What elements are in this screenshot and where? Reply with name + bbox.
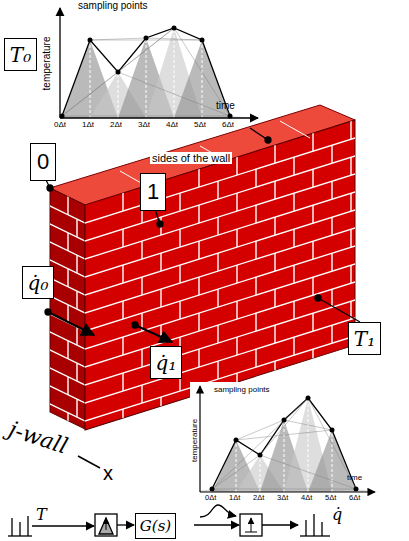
axis-title-holder: temperature xyxy=(41,37,52,91)
sampling-chart xyxy=(200,386,380,492)
tick-label: 0Δt xyxy=(54,121,66,130)
axis-name-holder: x xyxy=(103,462,113,484)
tick-label: 1Δt xyxy=(82,121,94,130)
signal-name-holder: T xyxy=(36,506,47,524)
axis-title: temperature xyxy=(41,37,52,91)
axis-title-holder: sampling points xyxy=(214,386,270,395)
tick-label-holder: 6Δt xyxy=(222,121,234,130)
sampling-chart xyxy=(60,8,259,119)
tick-label-holder: 3Δt xyxy=(277,494,288,502)
tick-label: 5Δt xyxy=(325,494,336,502)
tick-label-holder: 1Δt xyxy=(82,121,94,130)
box-label: q̇₁ xyxy=(156,352,177,374)
wall-note-holder: sides of the wall xyxy=(150,152,232,164)
tick-label: 2Δt xyxy=(110,121,122,130)
wall-note: sides of the wall xyxy=(150,152,232,164)
side-number-box: 0 xyxy=(30,143,56,181)
box-label: 0 xyxy=(37,150,49,174)
tick-label-holder: 5Δt xyxy=(325,494,336,502)
tick-label: 6Δt xyxy=(349,494,360,502)
wall-name: j-wall xyxy=(6,417,71,459)
tick-label-holder: 6Δt xyxy=(349,494,360,502)
tick-label-holder: 4Δt xyxy=(301,494,312,502)
heat-flux-box: q̇₁ xyxy=(150,346,182,379)
box-label: T₁ xyxy=(354,328,375,350)
box-label: 1 xyxy=(147,180,159,204)
heat-flux-box: q̇₀ xyxy=(22,266,54,299)
signal-name: q̇ xyxy=(332,506,342,524)
axis-title: time xyxy=(347,474,362,483)
tick-label-holder: 4Δt xyxy=(166,121,178,130)
axis-title: sampling points xyxy=(214,386,270,395)
tick-label: 4Δt xyxy=(301,494,312,502)
axis-title-holder: time xyxy=(347,474,362,483)
axis-title: temperature xyxy=(191,419,200,462)
axis-title-holder: sampling points xyxy=(78,0,147,11)
tick-label: 3Δt xyxy=(138,121,150,130)
axis-title: sampling points xyxy=(78,0,147,11)
axis-name: x xyxy=(103,462,113,484)
transfer-function-box: G(s) xyxy=(135,513,176,539)
box-label: T₀ xyxy=(10,44,31,66)
signal-chain xyxy=(8,505,330,536)
boundary-temperature-box: T₁ xyxy=(348,322,381,355)
tick-label-holder: 3Δt xyxy=(138,121,150,130)
tick-label-holder: 2Δt xyxy=(253,494,264,502)
tick-label: 1Δt xyxy=(229,494,240,502)
tick-label-holder: 0Δt xyxy=(205,494,216,502)
tick-label: 6Δt xyxy=(222,121,234,130)
tick-label: 3Δt xyxy=(277,494,288,502)
boundary-temperature-box: T₀ xyxy=(4,38,37,71)
box-label: q̇₀ xyxy=(28,272,49,294)
wall-name-holder: j-wall xyxy=(6,417,71,459)
side-number-box: 1 xyxy=(140,173,166,211)
tick-label: 4Δt xyxy=(166,121,178,130)
tick-label: 5Δt xyxy=(194,121,206,130)
tick-label-holder: 1Δt xyxy=(229,494,240,502)
tick-label-holder: 2Δt xyxy=(110,121,122,130)
axis-title-holder: time xyxy=(216,100,235,111)
brick-wall xyxy=(50,105,355,430)
box-label: G(s) xyxy=(140,518,171,535)
axis-title: time xyxy=(216,100,235,111)
tick-label: 0Δt xyxy=(205,494,216,502)
axis-title-holder: temperature xyxy=(191,419,200,462)
tick-label: 2Δt xyxy=(253,494,264,502)
tick-label-holder: 5Δt xyxy=(194,121,206,130)
tick-label-holder: 0Δt xyxy=(54,121,66,130)
signal-name-holder: q̇ xyxy=(332,506,342,524)
signal-name: T xyxy=(36,506,47,524)
